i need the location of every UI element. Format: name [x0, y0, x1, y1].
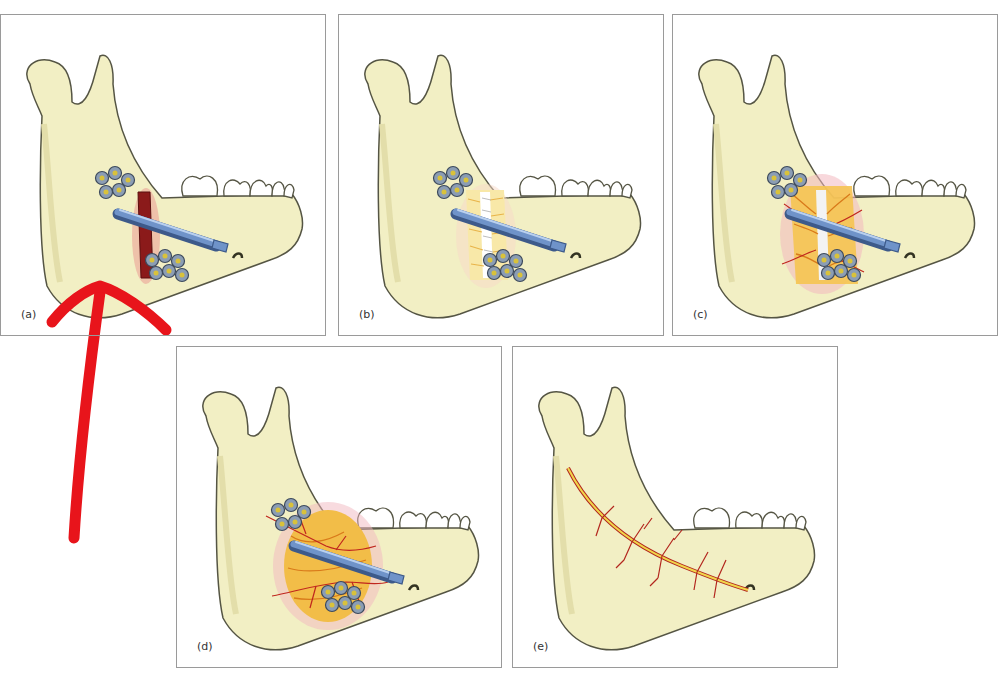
panel-e-art [539, 387, 815, 650]
panel-label: (d) [197, 640, 213, 653]
panel-label: (c) [693, 308, 708, 321]
red-arrow [52, 286, 166, 538]
illustration-part [74, 292, 100, 538]
mandible [203, 387, 479, 650]
panel-label: (b) [359, 308, 375, 321]
panel-box: (b) [338, 14, 664, 336]
panel-box: (d) [176, 346, 502, 668]
panel-b-art [365, 55, 641, 318]
panel-a-art [27, 55, 303, 318]
distractor [768, 167, 901, 282]
illustration-part [596, 506, 726, 598]
mandible [539, 387, 815, 650]
mandible [27, 55, 303, 318]
panel-box: (a) [0, 14, 326, 336]
panel-box: (e) [512, 346, 838, 668]
distractor [272, 499, 405, 614]
panel-c-art [699, 55, 975, 318]
panel-label: (a) [21, 308, 36, 321]
illustration-part [596, 506, 726, 598]
panel-box: (c) [672, 14, 998, 336]
panel-d-art [203, 387, 479, 650]
mandible [365, 55, 641, 318]
distractor [96, 167, 229, 282]
panel-label: (e) [533, 640, 548, 653]
illustration-part [52, 286, 166, 330]
illustration-part [468, 199, 484, 266]
mandible [699, 55, 975, 318]
distractor [434, 167, 567, 282]
